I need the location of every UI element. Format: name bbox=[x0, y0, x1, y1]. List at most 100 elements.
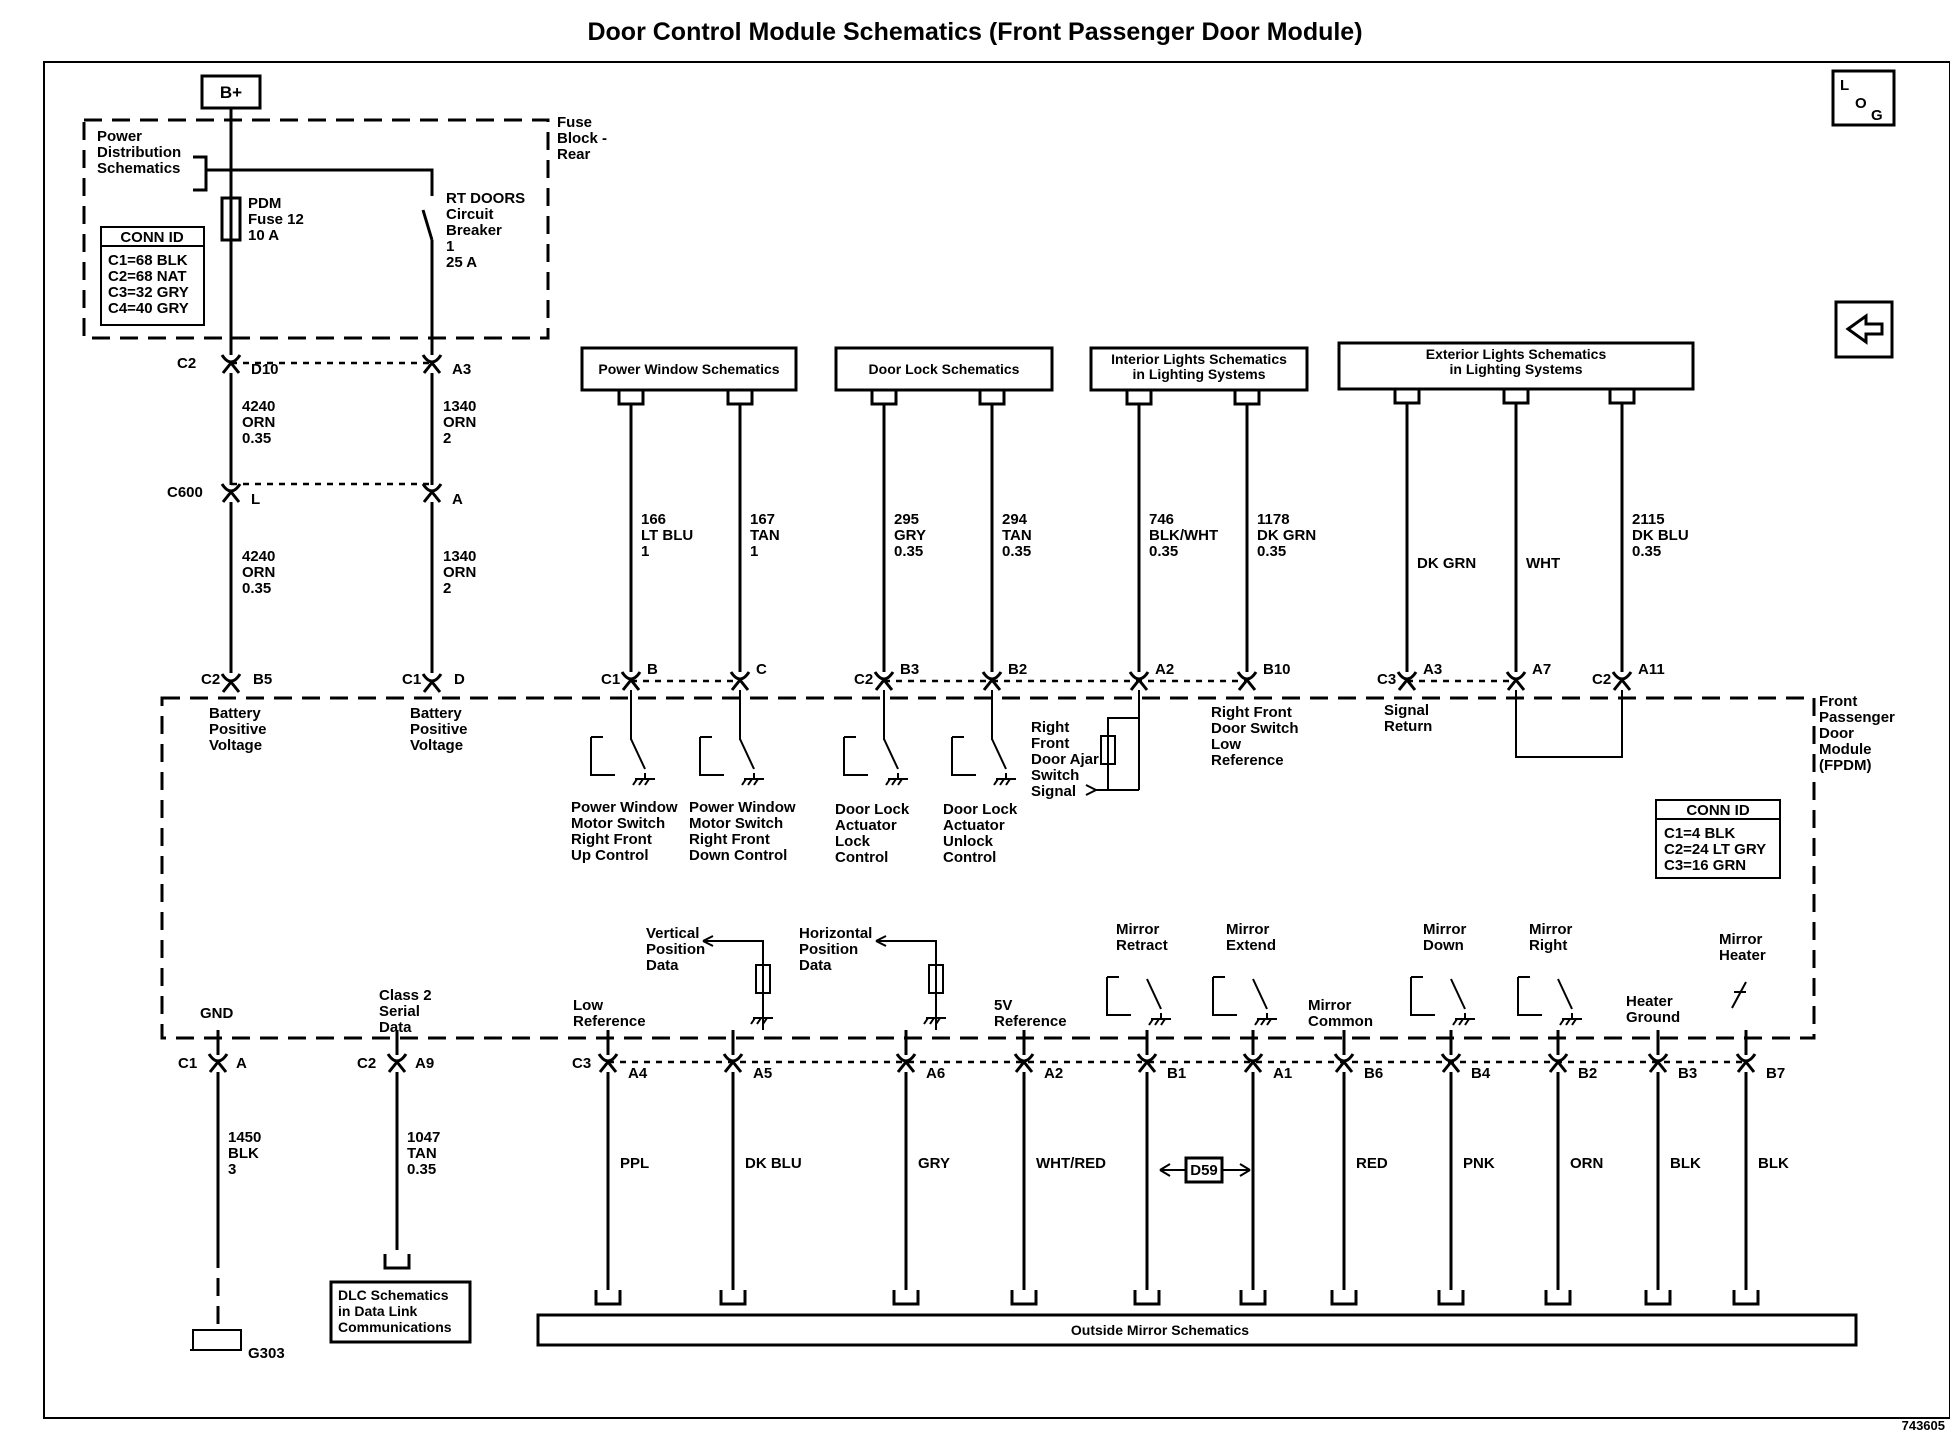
outside-mirror-box bbox=[536, 1313, 1858, 1347]
function-label: Extend bbox=[1226, 937, 1276, 954]
wire-label: DK GRN bbox=[1417, 555, 1476, 572]
function-label: GND bbox=[200, 1005, 234, 1022]
switch-blade bbox=[1146, 978, 1162, 1010]
function-label: Data bbox=[799, 957, 832, 974]
function-label: Lock bbox=[835, 833, 871, 850]
switch-symbol bbox=[1410, 976, 1435, 1016]
feed-bottom-connector bbox=[422, 679, 442, 693]
top-schematic-box bbox=[834, 346, 1054, 392]
function-label: Mirror bbox=[1226, 921, 1270, 938]
dlc-box-label: in Data Link bbox=[338, 1303, 418, 1319]
ground-symbol bbox=[1464, 1018, 1470, 1026]
breaker-label: 1 bbox=[446, 238, 454, 255]
breaker-label: Circuit bbox=[446, 206, 494, 223]
wire-label: BLK bbox=[228, 1145, 259, 1162]
function-label: Serial bbox=[379, 1003, 420, 1020]
top-box-label: Power Window Schematics bbox=[598, 361, 779, 377]
connector-label: C3 bbox=[572, 1055, 591, 1072]
wire-label: 746 bbox=[1149, 511, 1174, 528]
ground-symbol bbox=[753, 778, 759, 786]
top-schematic-box bbox=[1337, 341, 1695, 391]
ground-symbol bbox=[644, 778, 650, 786]
pin-label: A bbox=[236, 1055, 247, 1072]
function-label: Common bbox=[1308, 1013, 1373, 1030]
terminal-bracket bbox=[1133, 1290, 1161, 1306]
function-label: Right bbox=[1031, 719, 1069, 736]
wire-label: WHT bbox=[1526, 555, 1560, 572]
wire-label: BLK bbox=[1758, 1155, 1789, 1172]
function-label: Retract bbox=[1116, 937, 1168, 954]
mirror-connector bbox=[1441, 1059, 1461, 1073]
back-arrow-button bbox=[1834, 300, 1894, 359]
fuse-block-label: Rear bbox=[557, 146, 591, 163]
function-label: Front bbox=[1031, 735, 1069, 752]
ground-symbol bbox=[1458, 1018, 1464, 1026]
pin-label: B5 bbox=[253, 671, 272, 688]
function-label: Right Front bbox=[571, 831, 652, 848]
wire-label: 1047 bbox=[407, 1129, 440, 1146]
function-label: Up Control bbox=[571, 847, 648, 864]
logo: L bbox=[1840, 77, 1849, 94]
wire-label: ORN bbox=[1570, 1155, 1603, 1172]
pin-label: A4 bbox=[628, 1065, 648, 1082]
terminal-bracket bbox=[1393, 389, 1421, 405]
terminal-bracket bbox=[978, 390, 1006, 406]
function-label: Data bbox=[646, 957, 679, 974]
module-bottom-connector bbox=[208, 1059, 228, 1073]
wire-label: 3 bbox=[228, 1161, 236, 1178]
terminal-bracket bbox=[1233, 390, 1261, 406]
wire-label: GRY bbox=[918, 1155, 950, 1172]
function-label: Position bbox=[799, 941, 858, 958]
terminal-bracket bbox=[1330, 1290, 1358, 1306]
switch-blade bbox=[630, 738, 646, 770]
breaker-label: 25 A bbox=[446, 254, 477, 271]
wire-label: BLK/WHT bbox=[1149, 527, 1218, 544]
d59-left-arrow bbox=[1159, 1163, 1186, 1177]
function-label: Door Lock bbox=[835, 801, 910, 818]
function-label: Unlock bbox=[943, 833, 994, 850]
function-label: Battery bbox=[209, 705, 261, 722]
terminal-bracket bbox=[617, 390, 645, 406]
sensor-arrow bbox=[702, 935, 714, 947]
mirror-connector bbox=[1243, 1059, 1263, 1073]
terminal-bracket bbox=[1125, 390, 1153, 406]
breaker-blade bbox=[421, 209, 434, 241]
feed-bottom-connector bbox=[221, 679, 241, 693]
wire-label: 0.35 bbox=[894, 543, 923, 560]
fuse-block-label: Fuse bbox=[557, 114, 592, 131]
pin-label: A11 bbox=[1638, 661, 1665, 678]
function-label: Reference bbox=[573, 1013, 646, 1030]
breaker-label: Breaker bbox=[446, 222, 502, 239]
module-connector bbox=[1612, 677, 1632, 691]
fpdm-label: Door bbox=[1819, 725, 1854, 742]
pin-label: B2 bbox=[1008, 661, 1027, 678]
mirror-connector bbox=[1648, 1059, 1668, 1073]
ground-symbol bbox=[762, 1017, 768, 1025]
wire-label: TAN bbox=[750, 527, 780, 544]
conn-id-line: C1=68 BLK bbox=[108, 252, 188, 269]
function-label: Low bbox=[573, 997, 603, 1014]
connector-label: C2 bbox=[357, 1055, 376, 1072]
module-bottom-connector bbox=[387, 1059, 407, 1073]
function-label: Control bbox=[943, 849, 996, 866]
connector-label: C600 bbox=[167, 484, 203, 501]
function-label: Horizontal bbox=[799, 925, 872, 942]
switch-symbol bbox=[1212, 976, 1237, 1016]
pin-label: A3 bbox=[452, 361, 471, 378]
power-dist-bracket bbox=[193, 155, 208, 192]
function-label: 5V bbox=[994, 997, 1012, 1014]
wire-label: 1450 bbox=[228, 1129, 261, 1146]
ground-symbol bbox=[1260, 1018, 1266, 1026]
door-ajar-loop bbox=[1107, 717, 1139, 791]
door-ajar-arrow bbox=[1085, 784, 1108, 796]
power-dist-label: Distribution bbox=[97, 144, 181, 161]
switch-symbol bbox=[699, 736, 724, 776]
function-label: Door Switch bbox=[1211, 720, 1299, 737]
terminal-bracket bbox=[1608, 389, 1636, 405]
function-label: Position bbox=[646, 941, 705, 958]
battery-label: B+ bbox=[220, 83, 242, 102]
labels: Door Control Module Schematics (Front Pa… bbox=[97, 18, 1945, 1433]
pdm-fuse-label: 10 A bbox=[248, 227, 279, 244]
fpdm-label: Module bbox=[1819, 741, 1872, 758]
ground-label: G303 bbox=[248, 1345, 285, 1362]
